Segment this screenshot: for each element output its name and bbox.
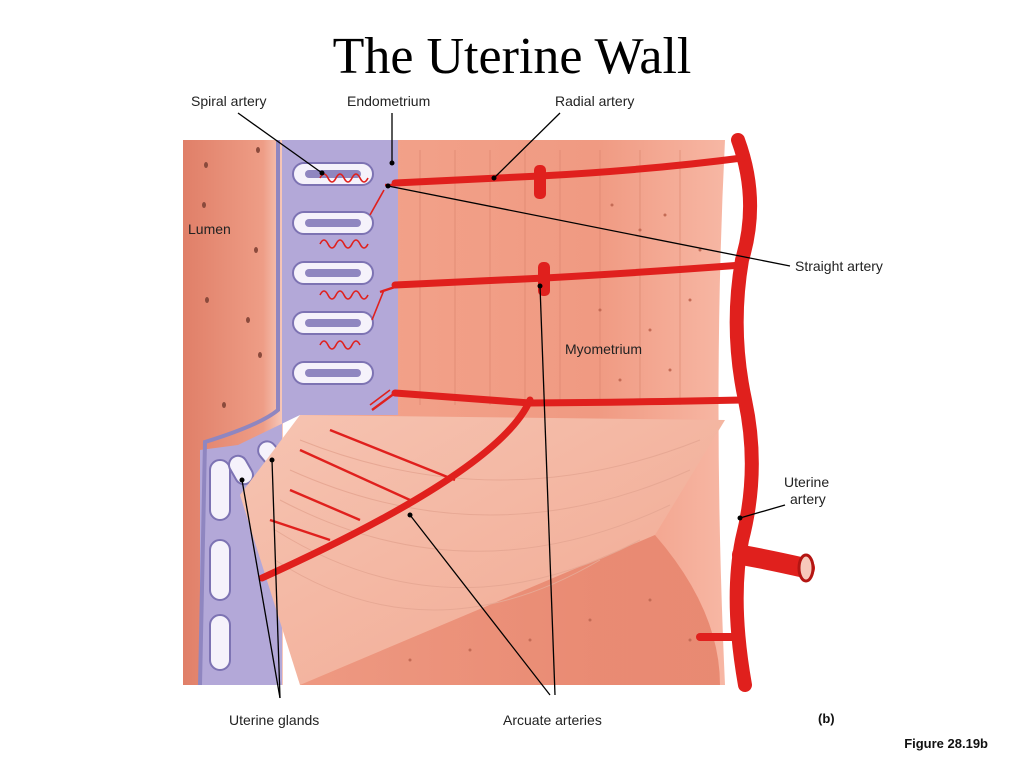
label-uterine-artery-line2: artery <box>790 491 826 507</box>
cut-surface-fibers <box>274 439 701 611</box>
front-face-dots <box>408 598 692 662</box>
leader-dots <box>239 160 743 521</box>
label-straight-artery: Straight artery <box>795 258 883 274</box>
radial-arteries <box>258 154 746 582</box>
label-arcuate-arteries: Arcuate arteries <box>503 712 602 728</box>
spiral-arteries <box>319 173 391 406</box>
arcuate-branches <box>269 183 456 542</box>
figure-reference: Figure 28.19b <box>904 736 988 751</box>
leader-lines <box>237 112 791 699</box>
label-myometrium: Myometrium <box>565 341 642 357</box>
label-lumen: Lumen <box>188 221 231 237</box>
panel-label: (b) <box>818 711 835 726</box>
slide-title: The Uterine Wall <box>332 28 692 85</box>
myometrium-dots <box>598 203 702 382</box>
lumen-dots <box>202 147 262 408</box>
uterine-artery-opening <box>797 553 815 583</box>
label-endometrium: Endometrium <box>347 93 430 109</box>
uterine-artery <box>729 133 759 692</box>
cut-surface <box>240 415 725 685</box>
label-uterine-artery-line1: Uterine <box>784 474 829 490</box>
label-spiral-artery: Spiral artery <box>191 93 266 109</box>
label-radial-artery: Radial artery <box>555 93 634 109</box>
front-face <box>240 495 720 685</box>
label-uterine-glands: Uterine glands <box>229 712 319 728</box>
